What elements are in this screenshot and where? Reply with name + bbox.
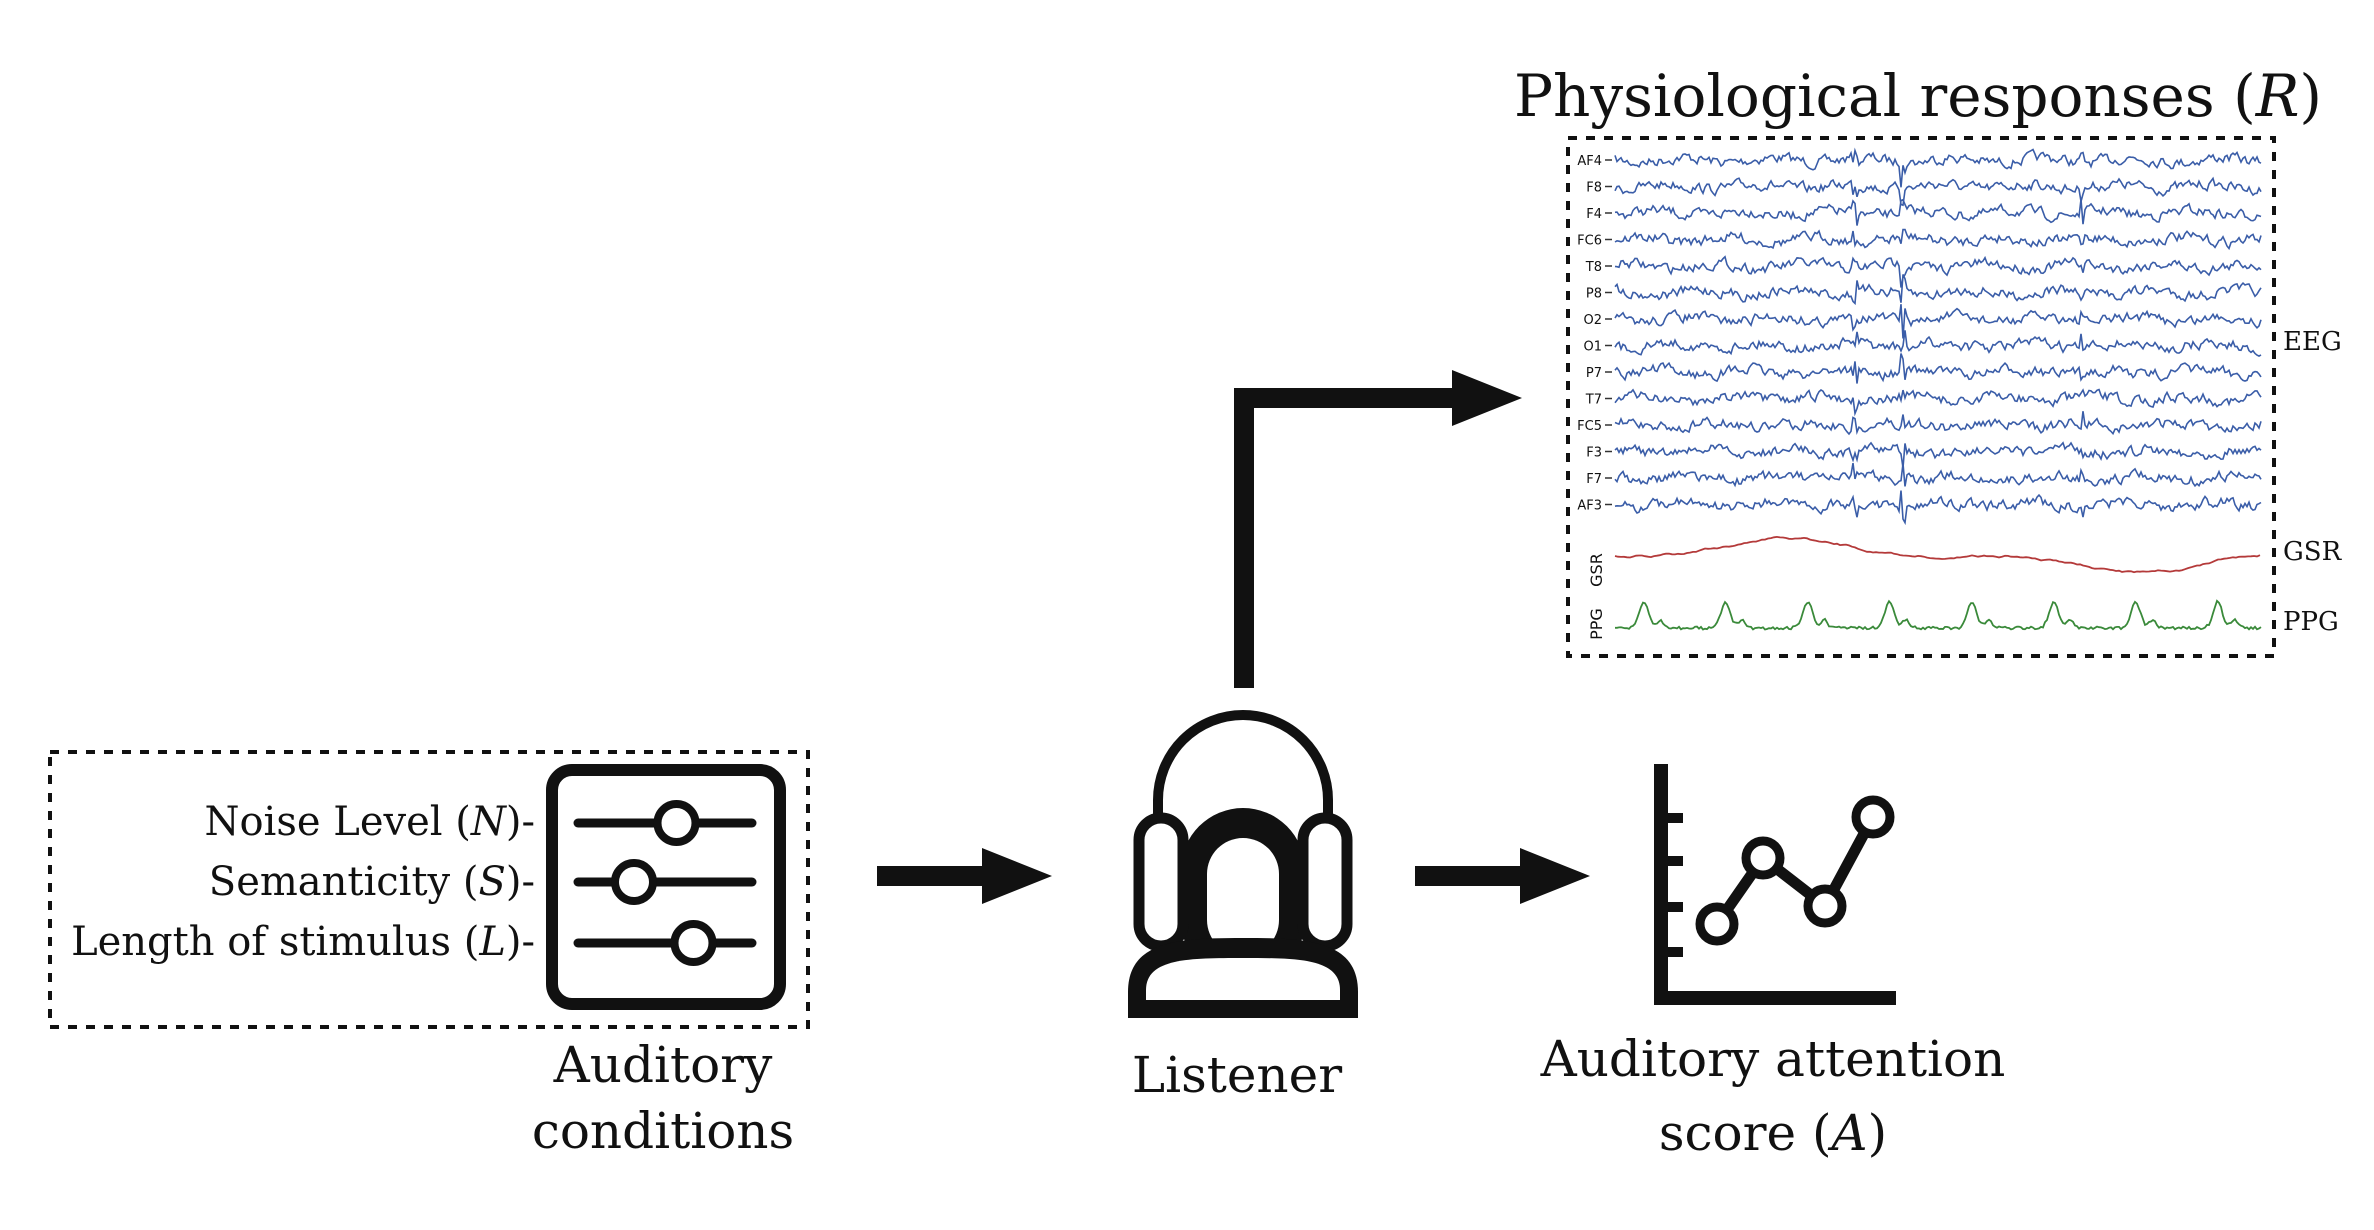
eeg-label: EEG [2283, 327, 2342, 357]
physio-box [1566, 136, 2276, 658]
semanticity-slider-knob [611, 859, 657, 905]
physio-panel: Physiological responses (R) AF4F8F4FC6T8… [1514, 62, 2343, 658]
eeg-channel-label: T7 [1585, 393, 1602, 408]
axis-ticks [1605, 159, 1612, 506]
eeg-trace [1614, 176, 2262, 207]
eeg-channel-label: F4 [1586, 207, 1602, 222]
gsr-trace [1614, 535, 2261, 574]
score-caption-line1: Auditory attention [1540, 1030, 2006, 1088]
eeg-channel-label: P8 [1586, 287, 1602, 302]
eeg-trace [1614, 388, 2262, 417]
eeg-channel-label: O2 [1583, 313, 1602, 328]
ppg-trace [1615, 599, 2262, 631]
eeg-traces [1614, 147, 2262, 526]
arrow-listener-to-score [1415, 848, 1590, 904]
ppg-label: PPG [2283, 607, 2339, 637]
score-caption-line2: score (A) [1659, 1104, 1887, 1162]
gsr-label: GSR [2283, 537, 2343, 567]
eeg-trace [1614, 274, 2262, 306]
conditions-box [48, 750, 810, 1029]
noise-slider-knob [653, 800, 700, 846]
eeg-trace [1614, 255, 2262, 288]
listener-icon: Listener [1128, 710, 1358, 1104]
eeg-trace [1614, 490, 2262, 526]
eeg-channel-label: T8 [1585, 260, 1602, 275]
eeg-trace [1614, 462, 2262, 488]
eeg-channel-label: F8 [1586, 181, 1602, 196]
eeg-trace [1614, 147, 2262, 188]
eeg-trace [1614, 330, 2262, 358]
eeg-channel-label: AF3 [1577, 499, 1602, 514]
attention-score-chart-icon: Auditory attention score (A) [1540, 764, 2006, 1162]
eeg-channel-label: P7 [1586, 366, 1602, 381]
sliders-icon [546, 764, 786, 1010]
eeg-trace [1614, 228, 2262, 251]
eeg-channel-label: AF4 [1577, 154, 1602, 169]
conditions-panel: Noise Level (N)- Semanticity (S)- Length… [48, 750, 810, 1160]
conditions-caption-line2: conditions [532, 1102, 794, 1160]
listener-caption: Listener [1132, 1046, 1342, 1104]
eeg-channel-label: F3 [1586, 446, 1602, 461]
eeg-channel-label: F7 [1586, 472, 1602, 487]
eeg-channel-label: FC5 [1577, 419, 1602, 434]
gsr-axis-label: GSR [1587, 553, 1606, 587]
semanticity-label: Semanticity (S)- [209, 859, 535, 905]
eeg-trace [1614, 304, 2262, 339]
physio-title: Physiological responses (R) [1514, 62, 2322, 130]
conditions-caption-line1: Auditory [553, 1036, 773, 1094]
noise-level-label: Noise Level (N)- [204, 799, 535, 845]
eeg-trace [1614, 353, 2262, 384]
length-slider-knob [670, 920, 717, 966]
arrow-conditions-to-listener [877, 848, 1052, 904]
arrow-listener-to-physio [1234, 370, 1522, 688]
length-label: Length of stimulus (L)- [71, 919, 535, 965]
ppg-axis-label: PPG [1587, 608, 1606, 640]
left-earcup-icon [1133, 812, 1189, 952]
eeg-trace [1614, 441, 2262, 468]
eeg-channel-label: O1 [1583, 340, 1602, 355]
eeg-trace [1614, 198, 2262, 226]
eeg-channel-label: FC6 [1577, 234, 1602, 249]
eeg-trace [1614, 411, 2262, 436]
right-earcup-icon [1297, 812, 1353, 952]
